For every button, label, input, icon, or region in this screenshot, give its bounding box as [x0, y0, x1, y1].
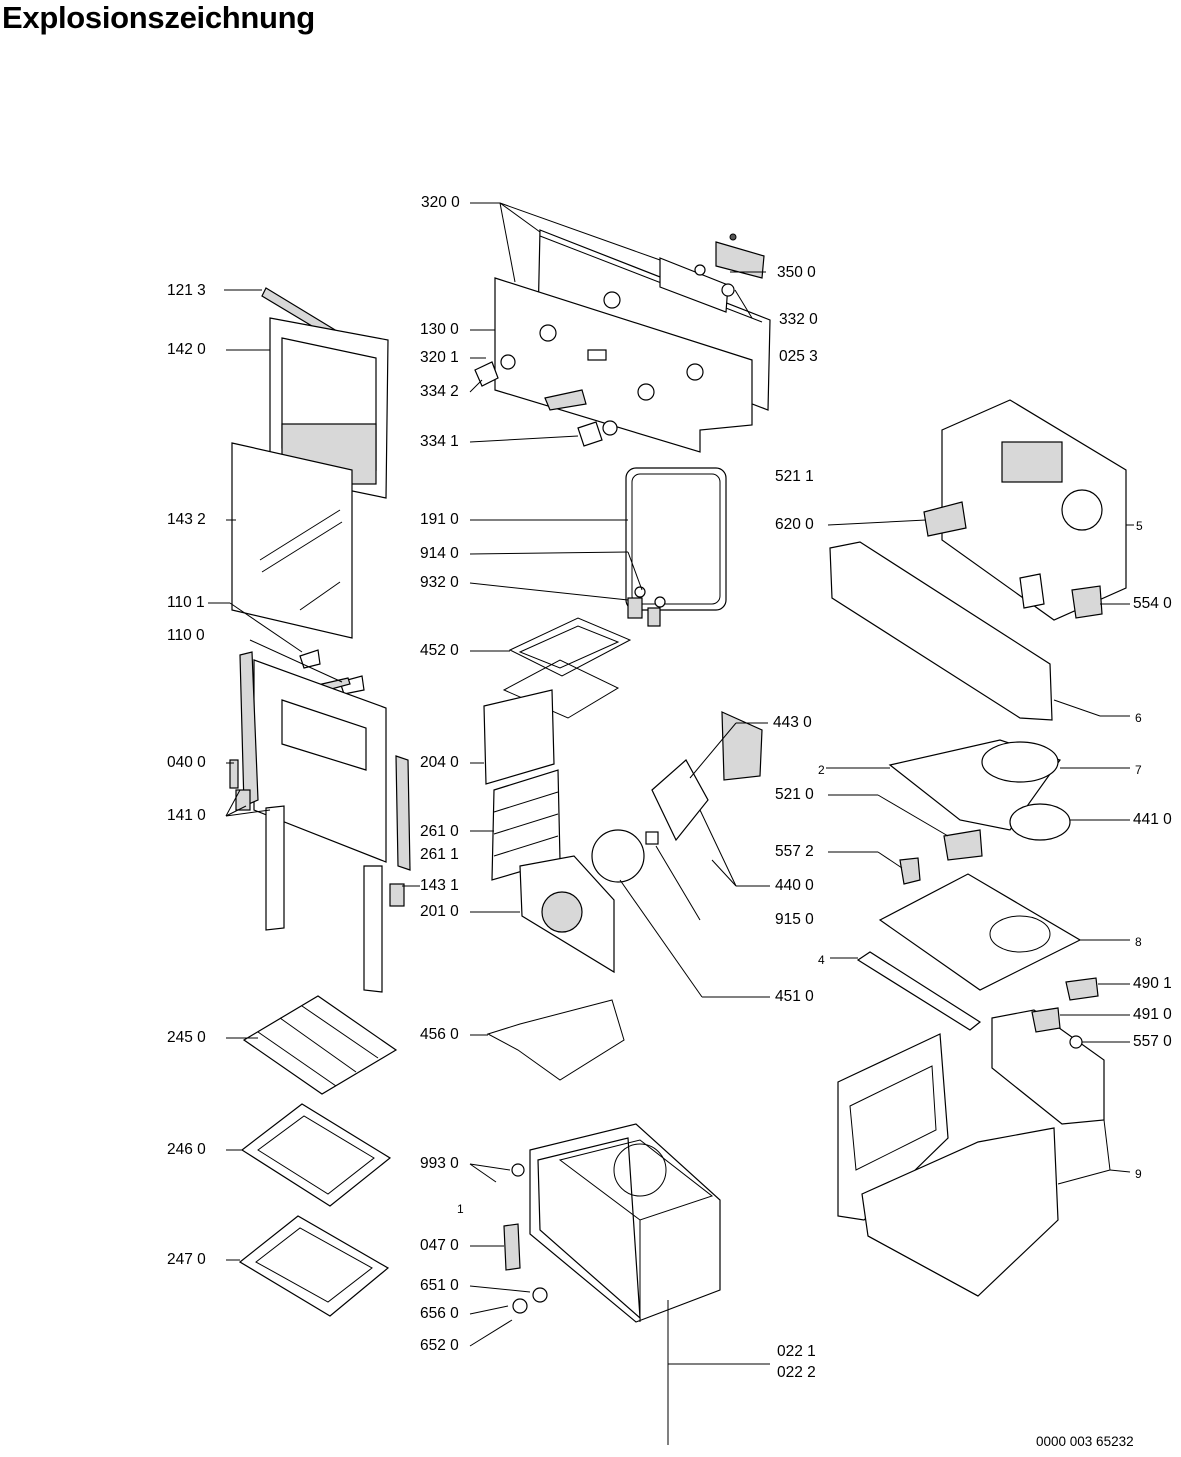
part-label-441-0: 441 0	[1133, 811, 1172, 828]
part-label-554-0: 554 0	[1133, 595, 1172, 612]
reference-number-4: 4	[818, 953, 825, 967]
part-label-491-0: 491 0	[1133, 1006, 1172, 1023]
part-label-141-0: 141 0	[167, 807, 206, 824]
door-assembly	[229, 287, 411, 993]
part-label-110-0: 110 0	[167, 627, 205, 644]
housing-assembly	[829, 399, 1127, 1297]
part-label-320-0: 320 0	[421, 194, 460, 211]
part-label-191-0: 191 0	[420, 511, 459, 528]
part-label-914-0: 914 0	[420, 545, 459, 562]
part-label-456-0: 456 0	[420, 1026, 459, 1043]
part-label-652-0: 652 0	[420, 1337, 459, 1354]
control-panel-assembly	[474, 229, 771, 453]
part-label-143-2: 143 2	[167, 511, 206, 528]
part-label-110-1: 110 1	[167, 594, 205, 611]
part-label-040-0: 040 0	[167, 754, 206, 771]
reference-number-5: 5	[1136, 519, 1143, 533]
part-label-201-0: 201 0	[420, 903, 459, 920]
part-label-620-0: 620 0	[775, 516, 814, 533]
part-label-247-0: 247 0	[167, 1251, 206, 1268]
part-label-651-0: 651 0	[420, 1277, 459, 1294]
part-label-451-0: 451 0	[775, 988, 814, 1005]
part-label-332-0: 332 0	[779, 311, 818, 328]
part-label-557-2: 557 2	[775, 843, 814, 860]
part-label-130-0: 130 0	[420, 321, 459, 338]
part-label-022-1: 022 1	[777, 1343, 816, 1360]
reference-number-1: 1	[457, 1202, 464, 1216]
part-label-521-0: 521 0	[775, 786, 814, 803]
part-label-440-0: 440 0	[775, 877, 814, 894]
reference-number-6: 6	[1135, 711, 1142, 725]
leader-lines	[208, 202, 1134, 1445]
part-label-334-1: 334 1	[420, 433, 459, 450]
oven-cavity	[503, 1123, 721, 1323]
part-label-521-1: 521 1	[775, 468, 814, 485]
part-label-025-3: 025 3	[779, 348, 818, 365]
part-label-142-0: 142 0	[167, 341, 206, 358]
part-label-350-0: 350 0	[777, 264, 816, 281]
document-number: 0000 003 65232	[1036, 1434, 1134, 1449]
part-label-320-1: 320 1	[420, 349, 459, 366]
part-label-121-3: 121 3	[167, 282, 206, 299]
reference-number-9: 9	[1135, 1167, 1142, 1181]
reference-number-7: 7	[1135, 763, 1142, 777]
part-label-993-0: 993 0	[420, 1155, 459, 1172]
part-label-261-1: 261 1	[420, 846, 459, 863]
heating-elements	[483, 467, 763, 1081]
part-label-022-2: 022 2	[777, 1364, 816, 1381]
accessories	[238, 995, 398, 1317]
part-label-204-0: 204 0	[420, 754, 459, 771]
part-label-452-0: 452 0	[420, 642, 459, 659]
part-label-915-0: 915 0	[775, 911, 814, 928]
part-label-246-0: 246 0	[167, 1141, 206, 1158]
reference-number-2: 2	[818, 763, 825, 777]
part-label-443-0: 443 0	[773, 714, 812, 731]
reference-number-8: 8	[1135, 935, 1142, 949]
part-label-490-1: 490 1	[1133, 975, 1172, 992]
part-label-334-2: 334 2	[420, 383, 459, 400]
page-title: Explosionszeichnung	[2, 0, 315, 35]
part-label-656-0: 656 0	[420, 1305, 459, 1322]
part-label-261-0: 261 0	[420, 823, 459, 840]
part-label-932-0: 932 0	[420, 574, 459, 591]
part-label-557-0: 557 0	[1133, 1033, 1172, 1050]
part-label-143-1: 143 1	[420, 877, 459, 894]
part-label-047-0: 047 0	[420, 1237, 459, 1254]
part-label-245-0: 245 0	[167, 1029, 206, 1046]
